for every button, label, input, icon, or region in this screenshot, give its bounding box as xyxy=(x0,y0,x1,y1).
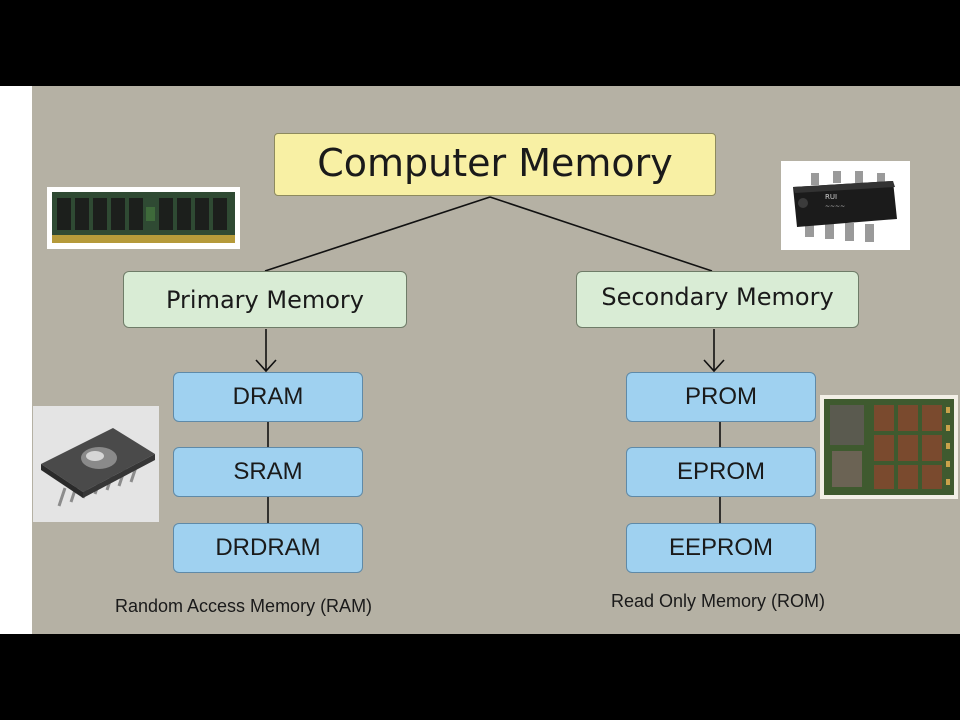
type-sram: SRAM xyxy=(173,447,363,497)
connector-root-secondary xyxy=(489,196,713,272)
arrowhead-secondary xyxy=(703,359,725,373)
type-eprom: EPROM xyxy=(626,447,816,497)
caption-ram: Random Access Memory (RAM) xyxy=(115,596,373,616)
arrowhead-primary xyxy=(255,359,277,373)
caption-rom: Read Only Memory (ROM) xyxy=(611,591,826,611)
category-primary-memory: Primary Memory xyxy=(123,271,407,328)
type-eeprom: EEPROM xyxy=(626,523,816,573)
svg-text:RUI: RUI xyxy=(825,193,837,201)
category-secondary-memory: Secondary Memory xyxy=(576,271,859,328)
left-margin-strip xyxy=(0,86,32,634)
type-drdram: DRDRAM xyxy=(173,523,363,573)
eprom-chip-image xyxy=(33,406,159,522)
root-node-computer-memory: Computer Memory xyxy=(274,133,716,196)
type-prom: PROM xyxy=(626,372,816,422)
svg-text:~~~~: ~~~~ xyxy=(825,203,845,210)
dip-ic-chip-image: RUI ~~~~ xyxy=(781,161,910,250)
slide: RUI ~~~~ Computer Memor xyxy=(0,86,960,634)
ssd-circuit-board-image xyxy=(820,395,958,499)
connector-lines xyxy=(255,196,725,523)
type-dram: DRAM xyxy=(173,372,363,422)
connector-root-primary xyxy=(264,196,491,272)
ram-stick-image xyxy=(47,187,240,249)
